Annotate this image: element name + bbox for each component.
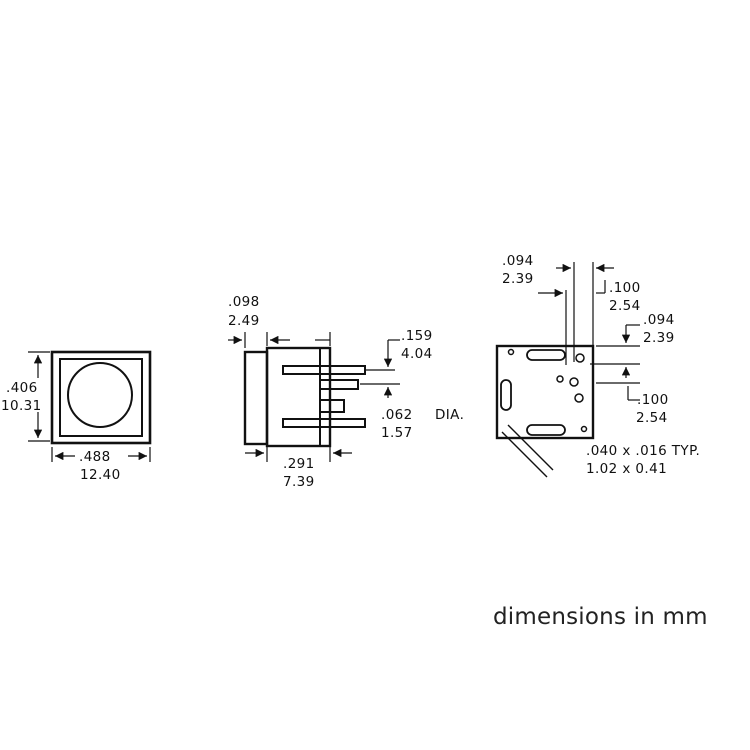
footprint-hole (580, 425, 588, 433)
side-pin-dia-inch: .062 (381, 407, 413, 423)
footprint-right-spacing-inch: .100 (637, 392, 669, 408)
side-depth-inch: .291 (283, 456, 315, 472)
side-pin-mid (319, 379, 359, 390)
front-height-inch: .406 (6, 380, 38, 396)
footprint-slot-top (526, 349, 566, 361)
side-pin-low (319, 399, 345, 413)
footprint-slot-size-mm: 1.02 x 0.41 (586, 461, 667, 477)
footprint-right-offset-mm: 2.39 (643, 330, 675, 346)
footprint-top-offset-inch: .094 (502, 253, 534, 269)
side-pin-dia-mm: 1.57 (381, 425, 413, 441)
footprint-top-offset-mm: 2.39 (502, 271, 534, 287)
footprint-right-spacing-mm: 2.54 (636, 410, 668, 426)
side-pin-offset-mm: 4.04 (401, 346, 433, 362)
front-bezel-outline (50, 350, 152, 445)
footprint-hole (569, 377, 579, 387)
side-bezel-mm: 2.49 (228, 313, 260, 329)
footprint-hole (575, 353, 585, 363)
footprint-top-spacing-mm: 2.54 (609, 298, 641, 314)
front-view: .406 10.31 .488 12.40 (1, 350, 152, 483)
dimensions-unit-note: dimensions in mm (493, 604, 708, 630)
side-pin-dia-suffix: DIA. (435, 407, 464, 423)
footprint-slot-bottom (526, 424, 566, 436)
front-lens-circle (67, 362, 133, 428)
front-width-mm: 12.40 (80, 467, 121, 483)
footprint-hole (574, 393, 584, 403)
footprint-hole (507, 348, 515, 356)
footprint-view: .094 2.39 .100 2.54 .094 2.39 .100 2.54 … (495, 253, 700, 478)
side-view: .098 2.49 .159 4.04 .062 DIA. 1.57 .291 … (228, 294, 464, 490)
side-pin-offset-inch: .159 (401, 328, 433, 344)
footprint-hole (556, 375, 564, 383)
footprint-slot-size-inch: .040 x .016 TYP. (586, 443, 700, 459)
footprint-slot-left (500, 379, 512, 411)
side-depth-mm: 7.39 (283, 474, 315, 490)
front-height-mm: 10.31 (1, 398, 42, 414)
side-pin-bottom (282, 418, 366, 428)
footprint-top-spacing-inch: .100 (609, 280, 641, 296)
side-bezel-inch: .098 (228, 294, 260, 310)
front-width-inch: .488 (79, 449, 111, 465)
front-lens-frame (59, 358, 143, 437)
side-pin-top (282, 365, 366, 375)
side-bezel (243, 350, 269, 446)
footprint-right-offset-inch: .094 (643, 312, 675, 328)
side-body (265, 346, 332, 448)
footprint-outline (495, 344, 595, 440)
